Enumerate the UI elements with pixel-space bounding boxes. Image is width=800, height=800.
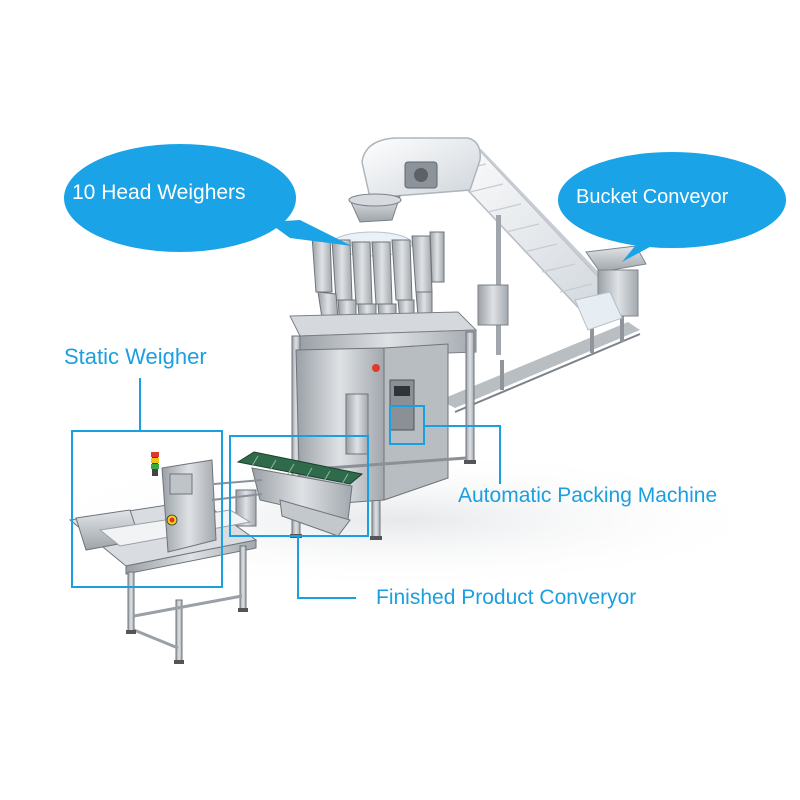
static-weigher <box>68 452 263 664</box>
packing-machine-leader <box>424 425 501 484</box>
finished-conveyor-label: Finished Product Converyor <box>376 586 637 609</box>
static-weigher-label: Static Weigher <box>64 344 207 369</box>
finished-conveyor-leader <box>297 536 356 599</box>
bucket-conveyor <box>361 137 647 413</box>
head-weighers-callout: 10 Head Weighers <box>72 181 246 204</box>
callout-lines <box>71 378 501 599</box>
bucket-conveyor-callout: Bucket Conveyor <box>576 186 729 208</box>
static-weigher-box <box>71 430 223 588</box>
callout-bubble-head-weighers <box>64 144 352 252</box>
finished-product-conveyor <box>235 451 364 537</box>
packing-machine-label: Automatic Packing Machine <box>458 484 718 507</box>
callout-bubble-bucket-conveyor <box>558 152 786 262</box>
